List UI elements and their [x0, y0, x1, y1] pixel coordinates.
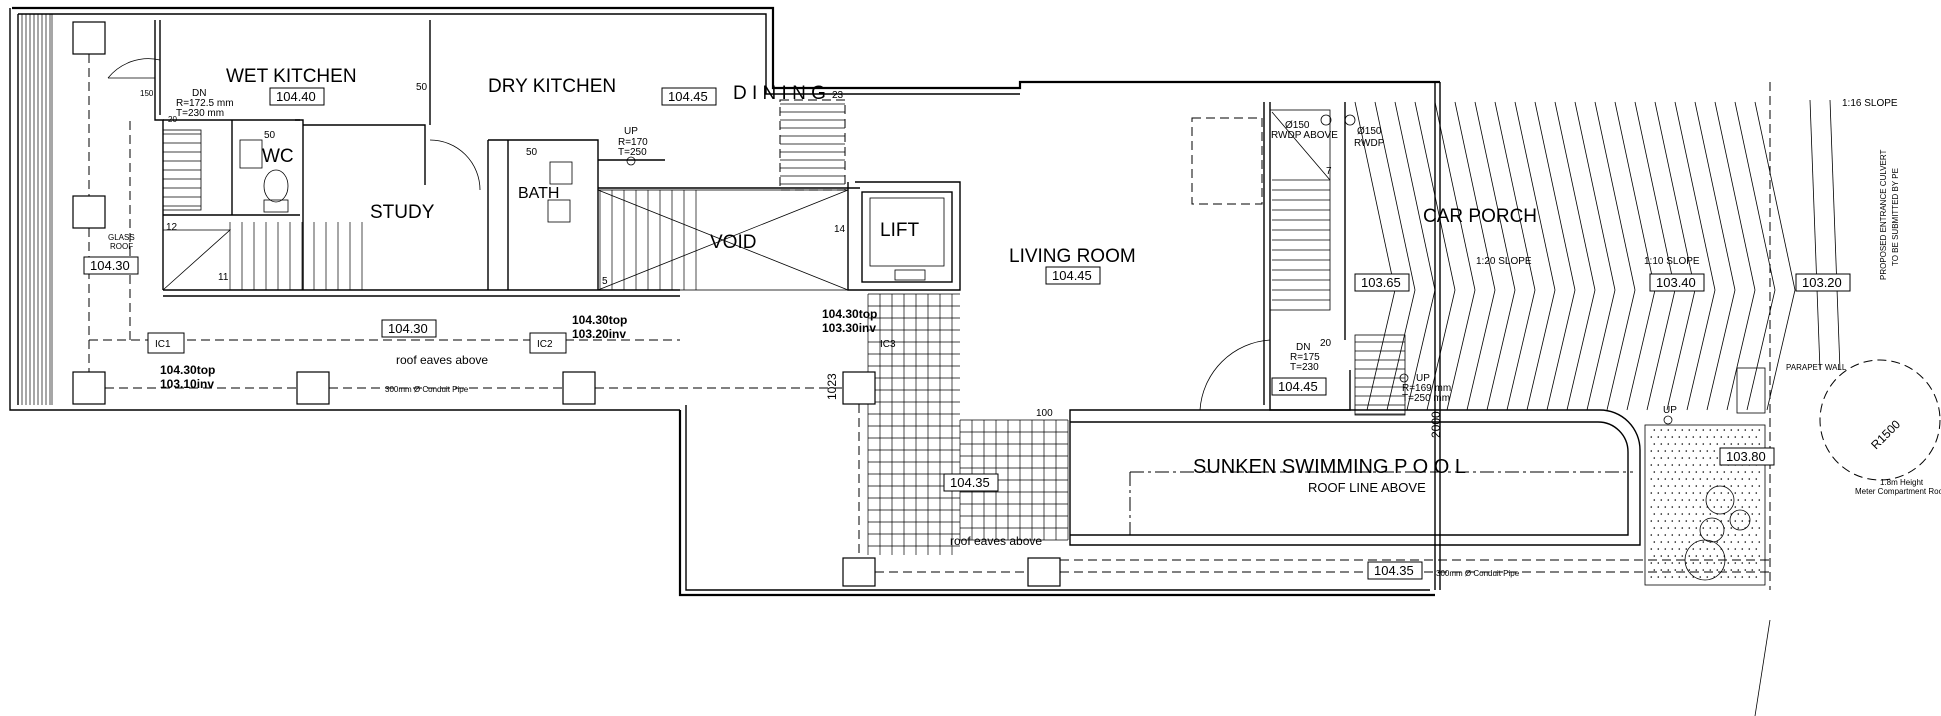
roof-eaves-1: roof eaves above: [396, 353, 488, 367]
room-dry-kitchen: DRY KITCHEN: [488, 76, 616, 97]
kitchen-dn: DN: [192, 88, 206, 99]
slope-1-10: 1:10 SLOPE: [1644, 256, 1700, 267]
step-7: 7: [1326, 166, 1332, 177]
roof-line-above: ROOF LINE ABOVE: [1308, 480, 1426, 495]
room-void: VOID: [710, 232, 756, 253]
step-11: 11: [218, 272, 229, 283]
room-wc: WC: [262, 146, 294, 167]
wc-fixtures: [239, 139, 573, 223]
dim-100: 100: [1036, 408, 1053, 419]
step-12: 12: [166, 222, 178, 233]
conduit-1: 300mm Ø Conduit Pipe: [385, 385, 469, 394]
step-20: 20: [1320, 338, 1332, 349]
level-markers: 104.40 104.45 104.30 104.30 104.45 103.6…: [83, 87, 1851, 580]
room-wet-kitchen: WET KITCHEN: [226, 66, 357, 87]
dim-20: 20: [168, 115, 177, 124]
dim-150: 150: [140, 89, 154, 98]
room-car-porch: CAR PORCH: [1423, 206, 1537, 227]
level-living: 104.45: [1052, 268, 1092, 283]
ic3-top: 104.30top: [822, 307, 877, 321]
void-up-t: T=250: [618, 147, 647, 158]
level-pool-deck: 104.35: [950, 475, 990, 490]
room-labels: WET KITCHEN DRY KITCHEN D I N I N G WC S…: [226, 66, 1537, 495]
culvert-1: PROPOSED ENTRANCE CULVERT: [1879, 149, 1888, 280]
rwdp-above-2: RWDP ABOVE: [1271, 130, 1338, 141]
room-lift: LIFT: [880, 220, 919, 241]
dim-50-wc: 50: [264, 130, 276, 141]
kitchen-dn-r: R=172.5 mm: [176, 98, 234, 109]
ic1-inv: 103.10inv: [160, 377, 214, 391]
drain-runs: [88, 54, 1771, 590]
room-dining: D I N I N G: [733, 83, 826, 104]
meter-room-1: 1.8m Height: [1880, 478, 1924, 487]
garden-up: UP: [1663, 405, 1677, 416]
porch-dn-r: R=175: [1290, 352, 1320, 363]
radius-label: R1500: [1868, 417, 1903, 452]
level-dining: 104.45: [668, 89, 708, 104]
porch-up-t: T=250 mm: [1402, 393, 1450, 404]
ic2-inv: 103.20inv: [572, 327, 626, 341]
kitchen-dn-t: T=230 mm: [176, 108, 224, 119]
dim-50-dry: 50: [416, 82, 428, 93]
pool-tile-grid: [867, 293, 1069, 555]
level-wet-kitchen: 104.40: [276, 89, 316, 104]
level-front-strip: 104.35: [1374, 563, 1414, 578]
left-strip-hatch: [21, 14, 53, 405]
stair-notes: DN R=172.5 mm T=230 mm UP R=170 T=250 DN…: [176, 88, 1677, 425]
conduit-2: 300mm Ø Conduit Pipe: [1436, 569, 1520, 578]
level-stair-landing: 104.45: [1278, 379, 1318, 394]
rwdp-above-1: Ø150: [1285, 120, 1310, 131]
rwdp-2: RWDP: [1354, 138, 1385, 149]
level-porch-a: 103.65: [1361, 275, 1401, 290]
porch-dn: DN: [1296, 342, 1310, 353]
doors: [107, 58, 1271, 411]
porch-stair: [1191, 109, 1406, 416]
culvert-2: TO BE SUBMITTED BY PE: [1891, 168, 1900, 266]
roof-eaves-2: roof eaves above: [950, 534, 1042, 548]
room-sunken-pool: SUNKEN SWIMMING P O O L: [1193, 456, 1466, 478]
car-porch-pattern: [1354, 101, 1796, 411]
meter-room-2: Meter Compartment Room: [1855, 487, 1941, 496]
porch-dn-t: T=230: [1290, 362, 1319, 373]
dim-2000: 2000: [1429, 411, 1443, 438]
ic3-inv: 103.30inv: [822, 321, 876, 335]
level-porch-b: 103.40: [1656, 275, 1696, 290]
kitchen-stair: [162, 129, 363, 291]
swimming-pool: [1069, 409, 1641, 546]
ic1-label: IC1: [155, 339, 171, 350]
level-garden: 103.80: [1726, 449, 1766, 464]
level-left-corridor: 104.30: [90, 258, 130, 273]
level-porch-c: 103.20: [1802, 275, 1842, 290]
glass-roof-1: GLASS: [108, 233, 135, 242]
ic1-top: 104.30top: [160, 363, 215, 377]
room-study: STUDY: [370, 202, 435, 223]
parapet-wall: PARAPET WALL: [1786, 363, 1847, 372]
level-rear-yard: 104.30: [388, 321, 428, 336]
rwdp-1: Ø150: [1357, 126, 1382, 137]
slope-1-16: 1:16 SLOPE: [1842, 98, 1898, 109]
step-5: 5: [602, 276, 608, 287]
porch-up: UP: [1416, 373, 1430, 384]
dim-1023: 1023: [825, 373, 839, 400]
meter-room: [1736, 99, 1941, 716]
garden: [1644, 424, 1766, 586]
ic3-label: IC3: [880, 339, 896, 350]
ic2-top: 104.30top: [572, 313, 627, 327]
room-living: LIVING ROOM: [1009, 246, 1136, 267]
void-up: UP: [624, 126, 638, 137]
dim-50-bath: 50: [526, 147, 538, 158]
porch-up-r: R=169 mm: [1402, 383, 1451, 394]
step-14: 14: [834, 224, 846, 235]
void-stair: [597, 99, 849, 291]
glass-roof-2: ROOF: [110, 242, 133, 251]
step-23: 23: [832, 90, 844, 101]
annotations: 150 20 50 50 50 12 11 23 14 5 7 20 100 1…: [108, 82, 1941, 578]
outer-walls: [9, 6, 1441, 597]
slope-1-20: 1:20 SLOPE: [1476, 256, 1532, 267]
ic2-label: IC2: [537, 339, 553, 350]
void-up-r: R=170: [618, 137, 648, 148]
room-bath: BATH: [518, 185, 559, 202]
